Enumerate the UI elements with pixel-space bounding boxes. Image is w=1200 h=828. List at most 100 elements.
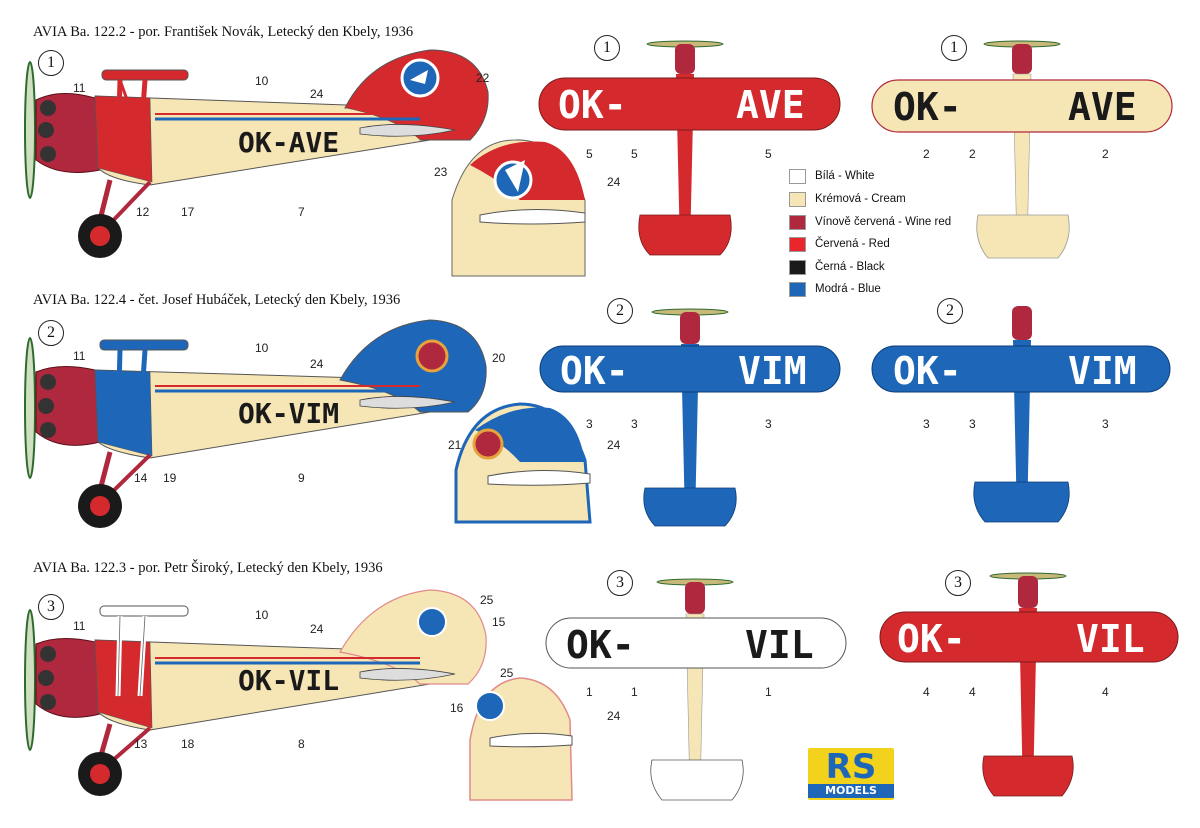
callout: 9 — [298, 471, 305, 485]
legend-swatch — [789, 214, 806, 230]
top-view-3: OK- VIL 1 1 1 — [545, 578, 847, 801]
callout: 5 — [586, 147, 593, 161]
callout: 15 — [492, 615, 506, 629]
index-badge-1: 1 — [38, 50, 64, 76]
callout: 20 — [492, 351, 506, 365]
profile-title-1: AVIA Ba. 122.2 - por. František Novák, L… — [33, 24, 414, 40]
callout: 14 — [134, 471, 148, 485]
logo-subtitle: MODELS — [808, 784, 894, 798]
callout: 12 — [136, 205, 150, 219]
side-registration-1: OK-AVE — [238, 126, 339, 159]
top-view-badge-1: 1 — [594, 35, 620, 61]
legend-label: Bílá - White — [815, 170, 875, 182]
callout: 4 — [923, 685, 930, 699]
bottom-reg-suffix-2: VIM — [1068, 349, 1137, 393]
callout: 4 — [969, 685, 976, 699]
top-view-2: OK- VIM 3 3 3 — [539, 308, 841, 527]
callout: 5 — [631, 147, 638, 161]
legend-swatch — [789, 236, 806, 252]
callout: 1 — [631, 685, 638, 699]
side-registration-3: OK-VIL — [238, 664, 339, 697]
tail-closeup-2: 21 24 — [448, 402, 621, 524]
callout: 10 — [255, 341, 269, 355]
callout: 3 — [969, 417, 976, 431]
callout: 10 — [255, 74, 269, 88]
legend-swatch — [789, 191, 806, 207]
legend-item-red: Červená - Red — [789, 235, 890, 253]
side-registration-2: OK-VIM — [238, 397, 339, 430]
tail-closeup-1: 23 24 — [434, 139, 621, 277]
bottom-reg-prefix-2: OK- — [893, 349, 962, 393]
profile-title-3: AVIA Ba. 122.3 - por. Petr Široký, Letec… — [33, 560, 383, 576]
callout: 25 — [500, 666, 514, 680]
legend-item-cream: Krémová - Cream — [789, 190, 906, 208]
callout: 25 — [480, 593, 494, 607]
callout: 2 — [923, 147, 930, 161]
callout: 24 — [310, 622, 324, 636]
callout: 3 — [631, 417, 638, 431]
callout: 3 — [765, 417, 772, 431]
top-reg-suffix-1: AVE — [736, 83, 805, 127]
index-badge-3: 3 — [38, 594, 64, 620]
legend-label: Modrá - Blue — [815, 283, 881, 295]
top-reg-suffix-2: VIM — [738, 349, 807, 393]
top-view-1: OK- AVE 5 5 5 — [538, 40, 841, 256]
callout: 24 — [607, 709, 621, 723]
logo-letters: RS — [825, 747, 877, 787]
callout: 3 — [923, 417, 930, 431]
callout: 22 — [476, 71, 490, 85]
callout: 7 — [298, 205, 305, 219]
callout: 17 — [181, 205, 195, 219]
callout: 13 — [134, 737, 148, 751]
callout: 1 — [765, 685, 772, 699]
top-reg-prefix-3: OK- — [566, 623, 635, 667]
callout: 8 — [298, 737, 305, 751]
top-view-badge-2: 2 — [607, 298, 633, 324]
legend-label: Černá - Black — [815, 261, 885, 273]
index-badge-2: 2 — [38, 320, 64, 346]
callout: 11 — [73, 81, 86, 95]
callout: 16 — [450, 701, 464, 715]
callout: 11 — [73, 349, 86, 363]
callout: 1 — [586, 685, 593, 699]
callout: 24 — [310, 87, 324, 101]
bottom-reg-prefix-1: OK- — [893, 85, 962, 129]
tail-closeup-3: 25 16 24 — [450, 666, 621, 801]
legend-label: Krémová - Cream — [815, 193, 906, 205]
bottom-view-badge-1: 1 — [941, 35, 967, 61]
callout: 18 — [181, 737, 195, 751]
legend-item-black: Černá - Black — [789, 258, 885, 276]
rs-models-logo: RS MODELS — [808, 748, 894, 800]
legend-label: Červená - Red — [815, 238, 890, 250]
callout: 4 — [1102, 685, 1109, 699]
callout: 10 — [255, 608, 269, 622]
callout: 23 — [434, 165, 448, 179]
top-reg-suffix-3: VIL — [745, 623, 814, 667]
top-reg-prefix-1: OK- — [558, 83, 627, 127]
callout: 3 — [1102, 417, 1109, 431]
callout: 3 — [586, 417, 593, 431]
callout: 24 — [607, 438, 621, 452]
callout: 11 — [73, 619, 86, 633]
callout: 5 — [765, 147, 772, 161]
legend-item-wine-red: Vínově červená - Wine red — [789, 213, 951, 231]
bottom-view-2: OK- VIM 3 3 3 — [871, 306, 1171, 523]
bottom-view-badge-2: 2 — [937, 298, 963, 324]
side-profile-2: OK-VIM 11 10 24 20 14 19 9 — [24, 319, 506, 528]
side-profile-3: OK-VIL 11 10 24 25 15 13 18 8 — [24, 589, 506, 796]
bottom-view-badge-3: 3 — [945, 570, 971, 596]
bottom-view-1: OK- AVE 2 2 2 — [871, 40, 1173, 259]
callout: 19 — [163, 471, 177, 485]
bottom-reg-suffix-3: VIL — [1076, 617, 1145, 661]
callout: 21 — [448, 438, 462, 452]
top-view-badge-3: 3 — [607, 570, 633, 596]
profile-title-2: AVIA Ba. 122.4 - čet. Josef Hubáček, Let… — [33, 292, 401, 308]
bottom-view-3: OK- VIL 4 4 4 — [879, 572, 1179, 797]
legend-swatch — [789, 281, 806, 297]
callout: 2 — [1102, 147, 1109, 161]
side-profile-1: OK-AVE 11 10 24 22 12 17 7 — [24, 49, 490, 258]
top-reg-prefix-2: OK- — [560, 349, 629, 393]
